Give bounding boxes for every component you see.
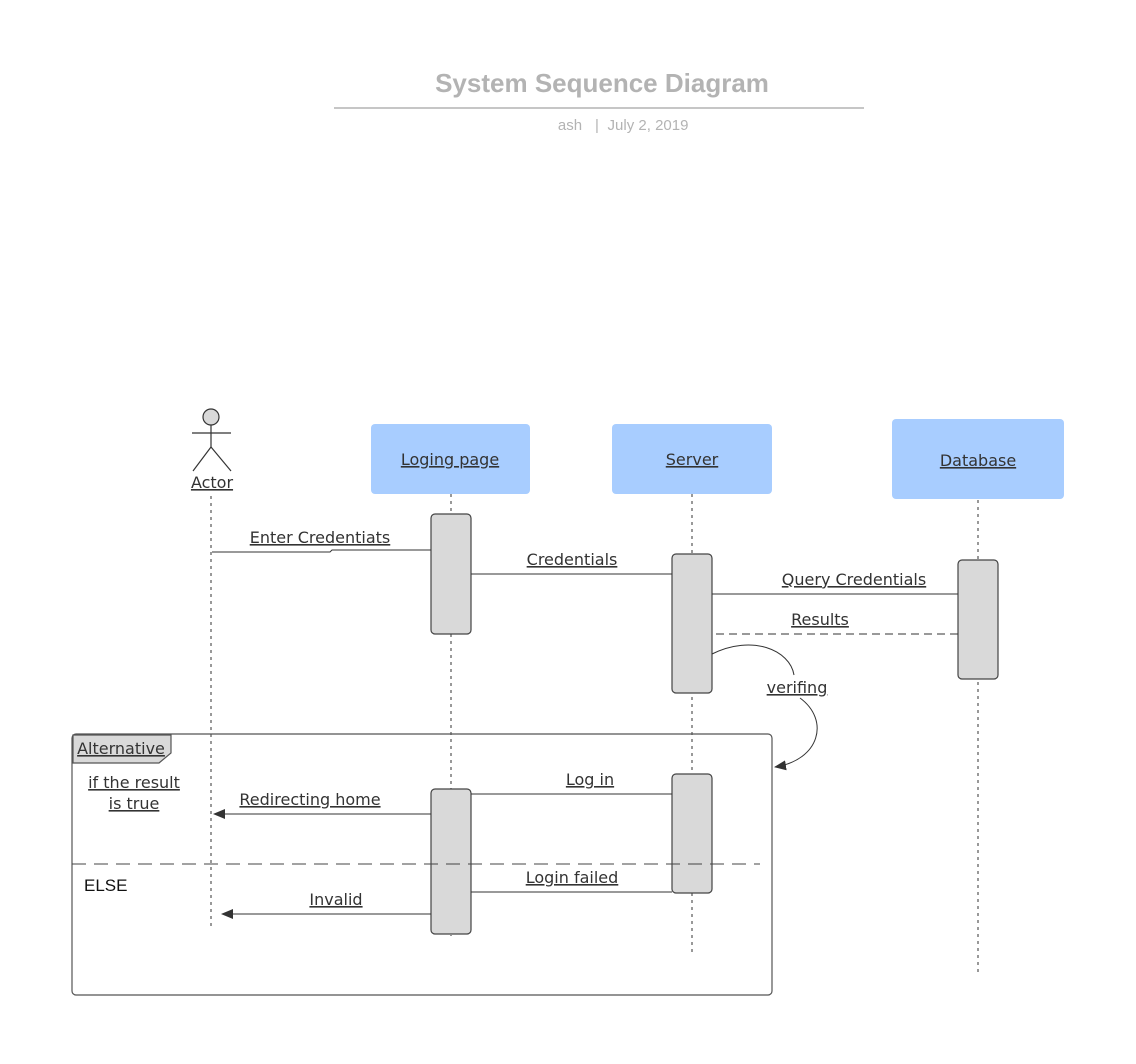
meta-separator: | [595, 117, 599, 134]
credentials-label: Credentials [527, 550, 618, 569]
server-activation-1 [671, 553, 713, 694]
invalid-label: Invalid [309, 890, 362, 909]
login-failed-label: Login failed [526, 868, 619, 887]
server-activation-2 [671, 773, 713, 894]
server-label: Server [666, 450, 719, 469]
database-activation [957, 559, 999, 680]
alt-fragment-tab [72, 734, 172, 764]
actor-left-leg [192, 446, 212, 472]
actor-head [202, 408, 220, 426]
redirecting-home-label: Redirecting home [239, 790, 380, 809]
results-label: Results [791, 610, 849, 629]
verifying-arrow [711, 644, 818, 767]
alt-fragment-label: Alternative [77, 739, 165, 758]
else-label: ELSE [84, 876, 127, 895]
log-in-label: Log in [566, 770, 614, 789]
guard-line-2: is true [109, 794, 160, 813]
enter-credentials-arrow [212, 549, 431, 553]
actor-figure[interactable] [192, 408, 232, 472]
actor-right-leg [210, 446, 232, 472]
guard-line-1: if the result [88, 773, 180, 792]
participant-login-page[interactable]: Loging page [371, 424, 530, 494]
verifying-label: verifing [767, 678, 828, 697]
login-page-activation-1 [430, 513, 472, 635]
enter-credentials-label: Enter Credentiats [250, 528, 391, 547]
diagram-title: System Sequence Diagram [435, 68, 769, 98]
login-page-activation-2 [430, 788, 472, 935]
database-label: Database [940, 451, 1016, 470]
participant-database[interactable]: Database [892, 419, 1064, 499]
query-credentials-label: Query Credentials [782, 570, 926, 589]
author-text: ash [558, 117, 582, 134]
participant-server[interactable]: Server [612, 424, 772, 494]
login-page-label: Loging page [401, 450, 499, 469]
actor-label: Actor [191, 473, 234, 492]
date-text: July 2, 2019 [608, 117, 689, 134]
